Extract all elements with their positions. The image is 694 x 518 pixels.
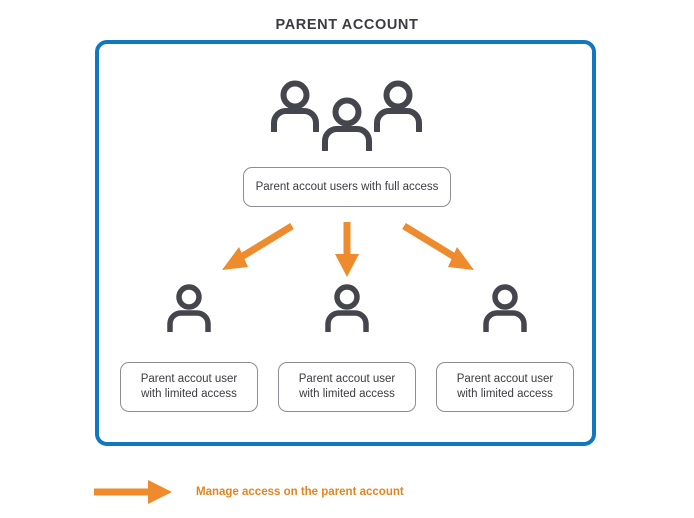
person-icon-middle [319, 97, 375, 156]
limited-access-label-1-line2: with limited access [141, 388, 237, 400]
limited-access-label-1: Parent accout user with limited access [120, 362, 258, 412]
right-arrow-icon [94, 480, 172, 504]
limited-access-label-3-line2: with limited access [457, 388, 553, 400]
page-title: PARENT ACCOUNT [275, 17, 419, 33]
full-access-label: Parent accout users with full access [243, 167, 451, 207]
person-icon-child-3 [481, 284, 529, 337]
person-icon-right [371, 80, 425, 137]
limited-access-label-2-line1: Parent accout user [298, 373, 396, 385]
legend: Manage access on the parent account [92, 480, 404, 504]
limited-access-label-3-line1: Parent accout user [456, 373, 554, 385]
person-icon-child-2 [323, 284, 371, 337]
limited-access-label-2: Parent accout user with limited access [278, 362, 416, 412]
limited-access-label-1-line1: Parent accout user [140, 373, 238, 385]
limited-access-label-3: Parent accout user with limited access [436, 362, 574, 412]
person-icon-left [268, 80, 322, 137]
limited-access-label-2-line2: with limited access [299, 388, 395, 400]
legend-label: Manage access on the parent account [196, 486, 404, 498]
person-icon-child-1 [165, 284, 213, 337]
three-people-icon-group [268, 80, 428, 153]
full-access-label-text: Parent accout users with full access [255, 180, 439, 193]
